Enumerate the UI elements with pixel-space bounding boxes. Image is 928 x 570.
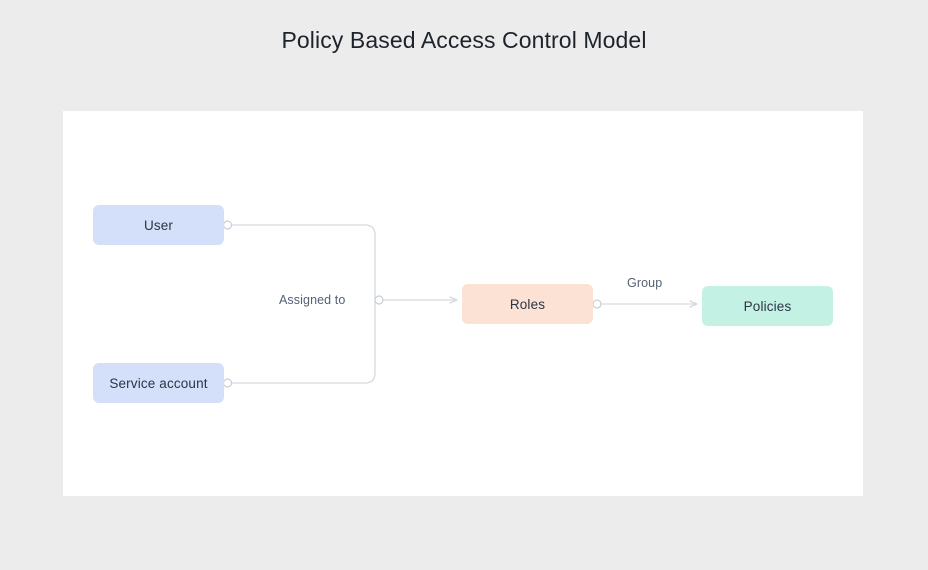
connector-layer <box>222 220 698 388</box>
diagram-canvas: User Service account Roles Policies Assi… <box>63 111 863 496</box>
node-user[interactable]: User <box>93 205 224 245</box>
connector-dot-service-account <box>222 378 233 388</box>
edge-user-to-merge <box>231 224 376 300</box>
edge-label-assigned-to: Assigned to <box>279 293 346 307</box>
connector-dot-user <box>222 220 233 230</box>
page-title: Policy Based Access Control Model <box>281 27 647 53</box>
connector-dot-merge-point <box>374 295 384 305</box>
edge-service-account-to-merge <box>231 300 376 384</box>
edge-label-group: Group <box>627 276 663 290</box>
node-policies[interactable]: Policies <box>702 286 833 326</box>
node-roles[interactable]: Roles <box>462 284 593 324</box>
node-service-account[interactable]: Service account <box>93 363 224 403</box>
connector-dot-roles <box>592 299 602 309</box>
